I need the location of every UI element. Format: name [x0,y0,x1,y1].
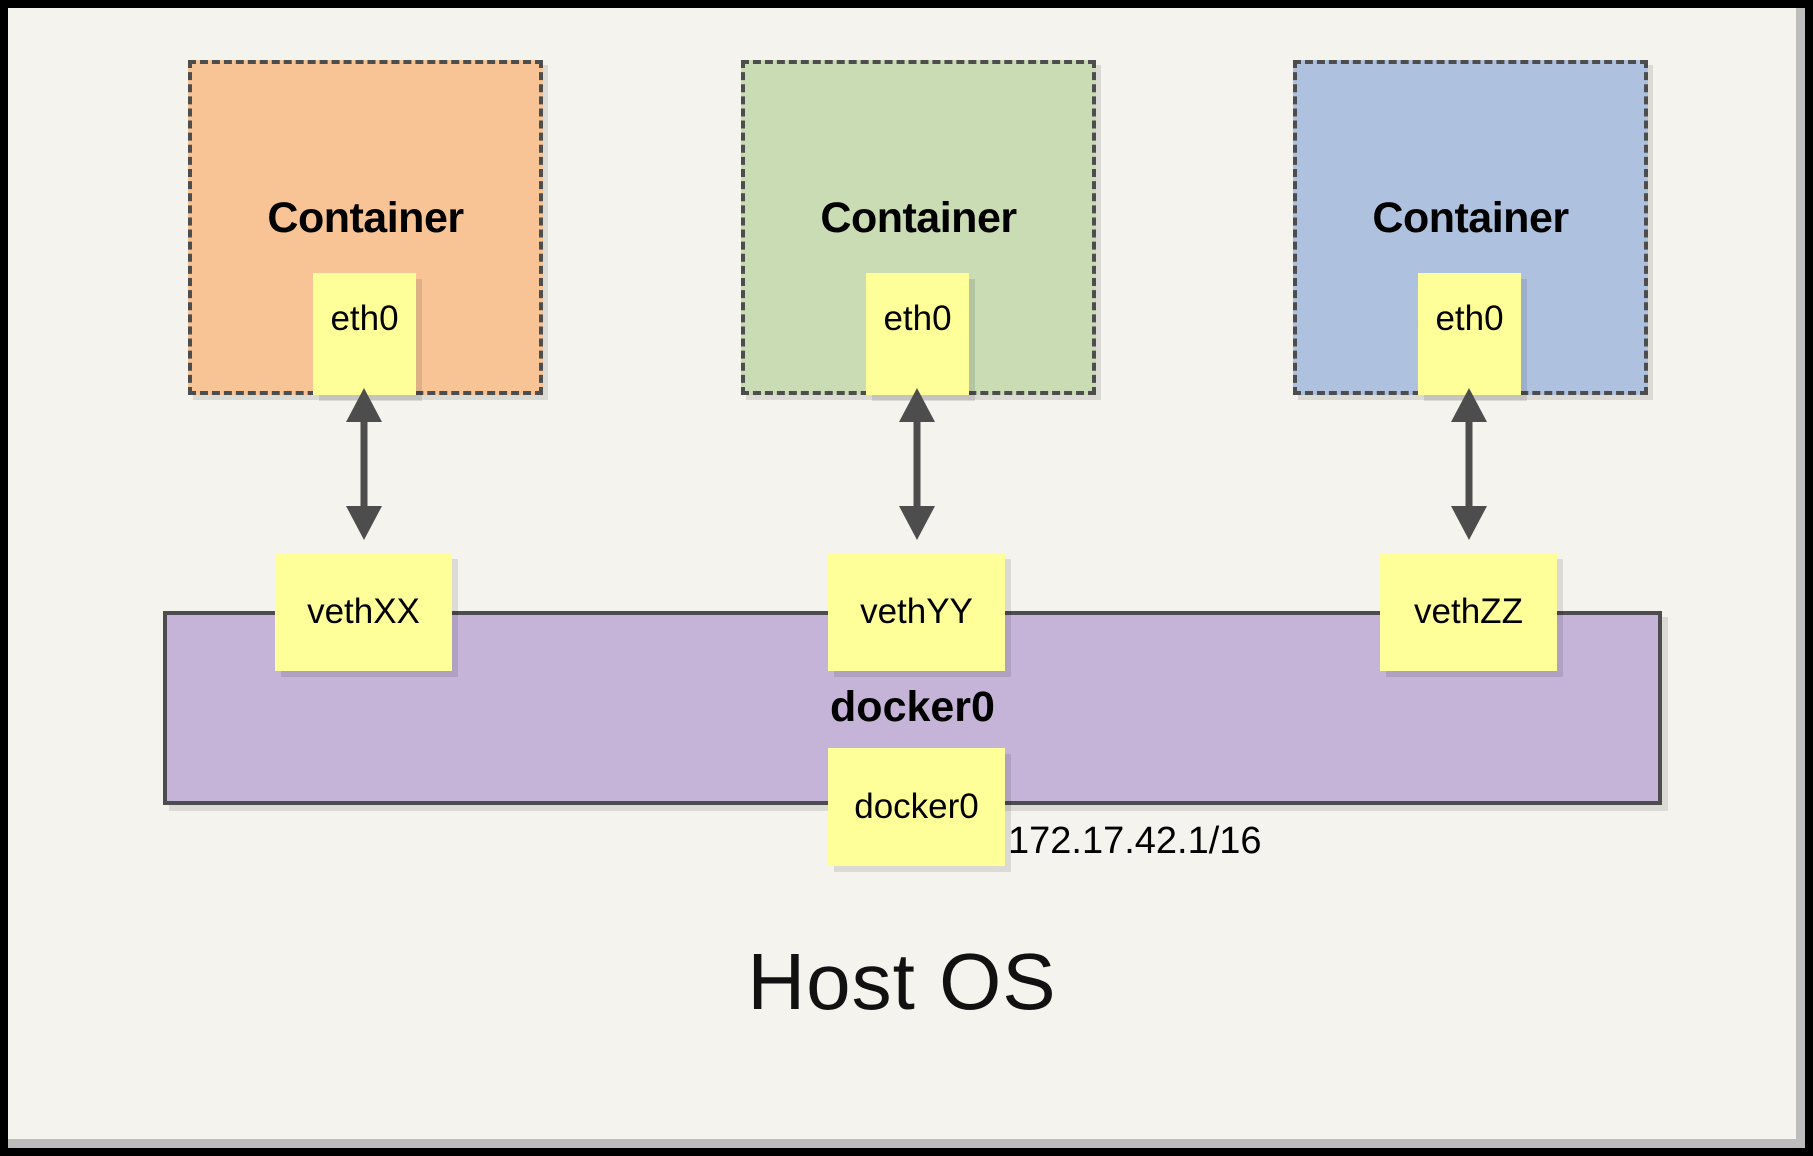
docker0-interface-label: docker0 [854,787,979,826]
container-eth0-box-1: eth0 [313,273,416,395]
link-arrow-2 [899,388,935,540]
container-eth0-box-3: eth0 [1418,273,1521,395]
container-title-1: Container [267,194,464,242]
docker0-interface-box: docker0 [828,748,1005,866]
veth-box-1: vethXX [275,553,452,671]
veth-label-1: vethXX [307,592,420,631]
host-os-label: Host OS [747,937,1057,1026]
docker0-ip-label: 172.17.42.1/16 [1008,820,1262,862]
veth-box-2: vethYY [828,553,1005,671]
container-eth0-label-1: eth0 [330,299,399,338]
docker0-bridge-title: docker0 [830,683,995,731]
container-title-2: Container [820,194,1017,242]
link-arrow-1 [346,388,382,540]
link-arrow-3 [1451,388,1487,540]
container-eth0-label-3: eth0 [1435,299,1504,338]
veth-box-3: vethZZ [1380,553,1557,671]
veth-label-2: vethYY [860,592,973,631]
diagram-stage: Container eth0 Container eth0 Container … [8,8,1805,1148]
container-eth0-label-2: eth0 [883,299,952,338]
container-title-3: Container [1372,194,1569,242]
container-eth0-box-2: eth0 [866,273,969,395]
veth-label-3: vethZZ [1414,592,1523,631]
